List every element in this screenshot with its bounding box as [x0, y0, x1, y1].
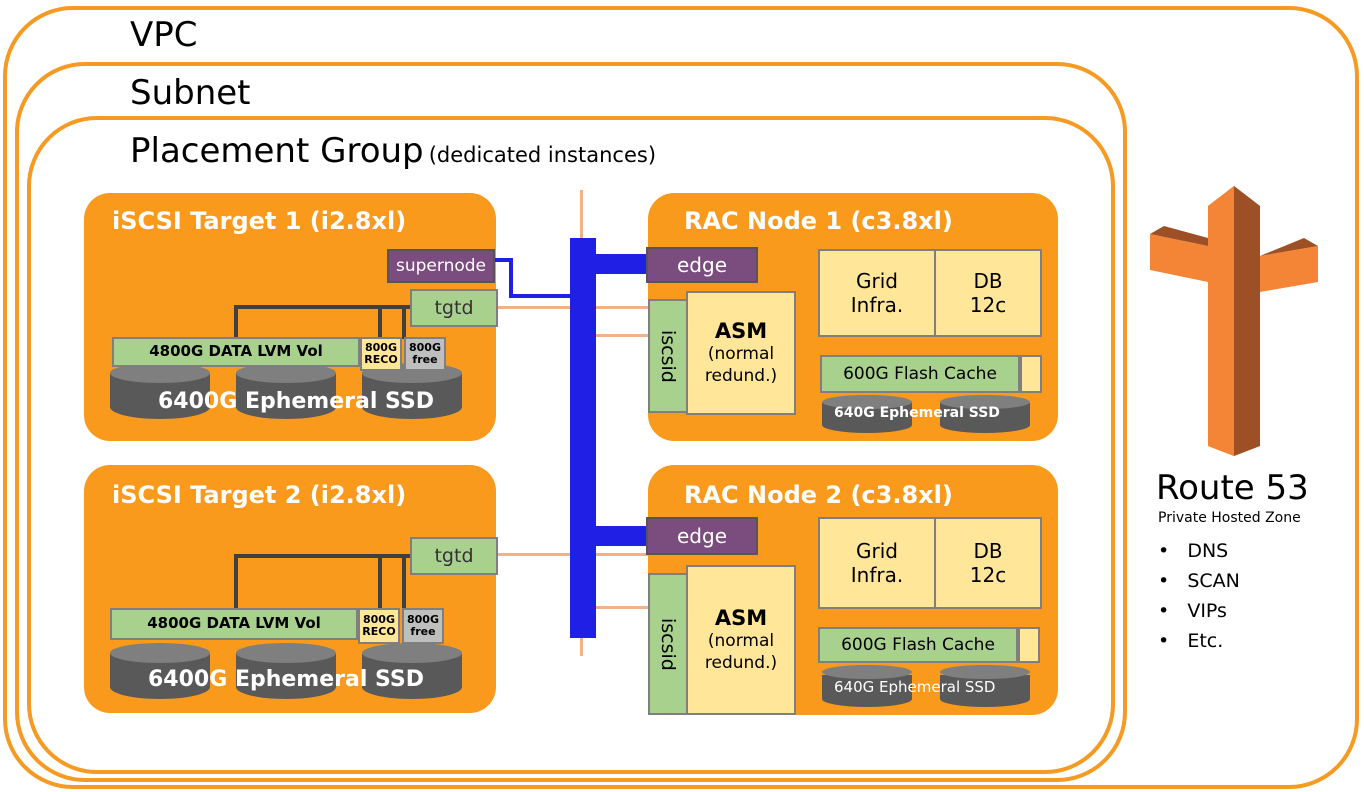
node-title: iSCSI Target 2 (i2.8xl): [112, 481, 407, 509]
iscsi-target-2: iSCSI Target 2 (i2.8xl) tgtd 6400G Ephem…: [84, 465, 498, 713]
link-node2-iscsid: [580, 606, 650, 609]
route53-icon: [1150, 186, 1318, 456]
list-item-label: SCAN: [1187, 570, 1240, 592]
iscsi-target-1: iSCSI Target 1 (i2.8xl) supernode tgtd 6…: [84, 193, 498, 441]
ssd-label: 640G Ephemeral SSD: [834, 405, 1000, 421]
ssd-disk-top-2: [940, 395, 1030, 409]
db-box: DB 12c: [934, 249, 1042, 337]
flash-cache-box: 600G Flash Cache: [820, 355, 1020, 393]
asm-sub: (normal redund.): [704, 343, 778, 386]
ssd-disk-top-3: [362, 643, 462, 663]
rac-node-2: RAC Node 2 (c3.8xl) edge iscsid ASM (nor…: [646, 465, 1058, 715]
tgtd-drop-1: [234, 305, 238, 339]
list-item: • DNS: [1158, 536, 1240, 566]
flash-cache-spare: [1020, 355, 1042, 393]
rac-node-1: RAC Node 1 (c3.8xl) edge iscsid ASM (nor…: [646, 193, 1058, 441]
flash-cache-spare: [1018, 627, 1040, 663]
ssd-disk-top-1: [822, 665, 912, 679]
node-title: RAC Node 1 (c3.8xl): [684, 207, 953, 235]
lvm-volume: 4800G DATA LVM Vol: [112, 337, 360, 367]
list-item-label: DNS: [1187, 540, 1229, 562]
tgtd-drop-3: [402, 554, 406, 608]
iscsid-label: iscsid: [657, 617, 679, 671]
edge-box: edge: [646, 247, 758, 283]
db-label: DB: [973, 539, 1003, 563]
ssd-disk-top-2: [236, 363, 336, 383]
link-node1-iscsid: [580, 334, 650, 337]
vpc-frame: [3, 6, 1359, 789]
db-version: 12c: [969, 563, 1007, 587]
ssd-disk-top-1: [110, 643, 210, 663]
ssd-label: 640G Ephemeral SSD: [834, 678, 996, 696]
vpc-label: VPC: [130, 15, 198, 55]
reco-volume: 800G RECO: [360, 337, 402, 371]
network-branch-node1: [596, 254, 656, 274]
tgtd-drop-2: [378, 554, 382, 608]
ssd-label: 6400G Ephemeral SSD: [158, 389, 435, 414]
supernode-link-vertical: [509, 258, 513, 298]
subnet-frame: [15, 62, 1127, 782]
tgtd-box: tgtd: [410, 537, 498, 575]
free-space: 800G free: [404, 337, 446, 371]
lvm-volume: 4800G DATA LVM Vol: [110, 608, 358, 640]
node-title: iSCSI Target 1 (i2.8xl): [112, 207, 407, 235]
iscsid-label: iscsid: [657, 329, 679, 383]
ssd-disk-top-1: [110, 363, 210, 383]
tgtd-drop-2: [378, 305, 382, 339]
bullet: •: [1158, 540, 1188, 562]
list-item-label: Etc.: [1187, 630, 1224, 652]
tgtd-box: tgtd: [410, 289, 498, 327]
network-branch-node2: [596, 526, 656, 546]
ssd-disk-2: [940, 675, 1030, 707]
asm-box: ASM (normal redund.): [686, 291, 796, 415]
grid-infra-box: Grid Infra.: [818, 517, 936, 609]
placement-group-title: Placement Group (dedicated instances): [130, 134, 656, 168]
node-title: RAC Node 2 (c3.8xl): [684, 481, 953, 509]
ssd-disk-1: [822, 675, 912, 707]
placement-group-note: (dedicated instances): [428, 143, 657, 167]
list-item-label: VIPs: [1187, 600, 1227, 622]
ssd-label: 6400G Ephemeral SSD: [148, 667, 425, 692]
bullet: •: [1158, 600, 1188, 622]
supernode-link-horizontal: [509, 294, 573, 298]
bullet: •: [1158, 570, 1188, 592]
grid-infra-box: Grid Infra.: [818, 249, 936, 337]
ssd-disk-top-2: [940, 665, 1030, 679]
list-item: • SCAN: [1158, 566, 1240, 596]
iscsid-box: iscsid: [648, 299, 688, 413]
tgtd-bus-line: [234, 554, 410, 558]
iscsid-box: iscsid: [648, 573, 688, 715]
flash-cache-box: 600G Flash Cache: [818, 627, 1018, 663]
db-label: DB: [973, 269, 1003, 293]
free-space: 800G free: [402, 608, 444, 644]
asm-label: ASM: [714, 605, 768, 630]
route53-list: • DNS • SCAN • VIPs • Etc.: [1158, 536, 1240, 656]
edge-box: edge: [646, 517, 758, 555]
ssd-disk-top-2: [236, 643, 336, 663]
asm-label: ASM: [714, 318, 768, 343]
asm-sub: (normal redund.): [704, 630, 778, 673]
subnet-label: Subnet: [130, 73, 251, 113]
placement-group-frame: [27, 116, 1115, 774]
bullet: •: [1158, 630, 1188, 652]
db-box: DB 12c: [934, 517, 1042, 609]
list-item: • VIPs: [1158, 596, 1240, 626]
reco-volume: 800G RECO: [358, 608, 400, 644]
supernode-link: [495, 258, 513, 262]
route53-subtitle: Private Hosted Zone: [1158, 510, 1301, 526]
network-fabric: [570, 238, 596, 638]
db-version: 12c: [969, 293, 1007, 317]
tgtd-drop-3: [402, 305, 406, 339]
list-item: • Etc.: [1158, 626, 1240, 656]
asm-box: ASM (normal redund.): [686, 565, 796, 715]
tgtd-bus-line: [234, 305, 410, 309]
supernode-box: supernode: [387, 249, 495, 283]
placement-group-label: Placement Group: [130, 131, 424, 171]
route53-title: Route 53: [1156, 468, 1309, 508]
tgtd-drop-1: [234, 554, 238, 608]
ssd-disk-top-1: [822, 395, 912, 409]
